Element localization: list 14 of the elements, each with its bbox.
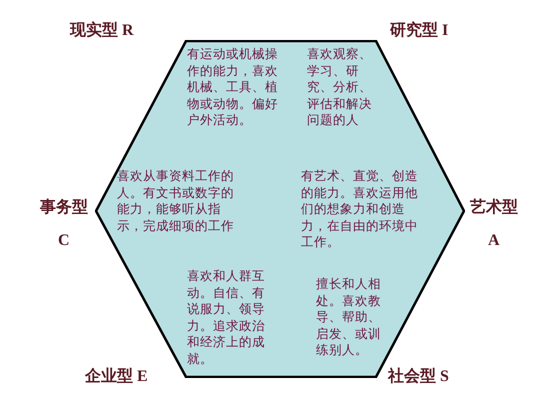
description-text: 擅长和人相处。喜欢教导、帮助、启发、或训练别人。 bbox=[316, 276, 382, 358]
description-text: 喜欢观察、学习、研究、分析、评估和解决问题的人 bbox=[307, 46, 373, 128]
type-label: 企业型 E bbox=[85, 366, 148, 387]
description-text: 喜欢从事资料工作的人。有文书或数字的能力，能够听从指示，完成细项的工作 bbox=[117, 168, 235, 234]
type-label: 艺术型 bbox=[470, 198, 518, 218]
type-label: 研究型 I bbox=[390, 20, 448, 41]
description-text: 有艺术、直觉、创造的能力。喜欢运用他们的想象力和创造力，在自由的环境中工作。 bbox=[301, 168, 419, 250]
description-text: 喜欢和人群互动。自信、有说服力、领导力。追求政治和经济上的成就。 bbox=[187, 268, 266, 367]
description-text: 有运动或机械操作的能力，喜欢机械、工具、植物或动物。偏好户外活动。 bbox=[187, 46, 279, 128]
type-label: 现实型 R bbox=[70, 20, 134, 41]
type-label: A bbox=[488, 232, 500, 250]
type-label: C bbox=[58, 232, 70, 250]
type-label: 事务型 bbox=[40, 198, 88, 218]
type-label: 社会型 S bbox=[388, 366, 449, 387]
